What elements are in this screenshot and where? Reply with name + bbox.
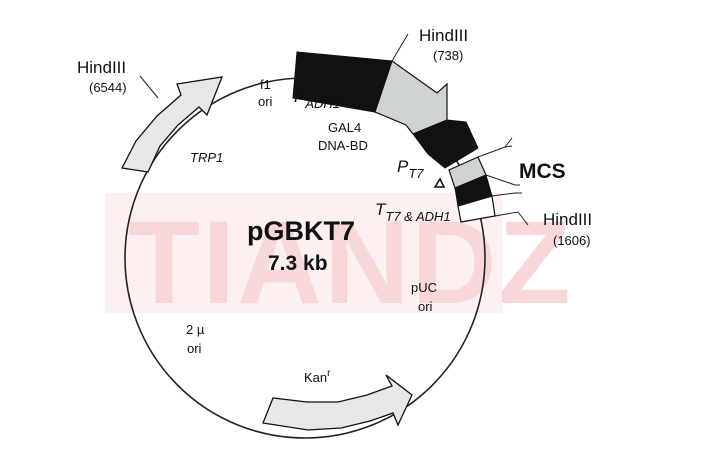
mcs-leader-line-3 <box>491 192 522 197</box>
hindiii-1606-leader-line <box>494 211 529 226</box>
gal4-label-line1: GAL4 <box>328 120 361 135</box>
pt7-label: PT7 <box>397 157 424 181</box>
f1-ori-label-line1: f1 <box>260 77 271 92</box>
puc-ori-label-line1: pUC <box>411 280 437 295</box>
kanr-arrow <box>262 374 413 431</box>
mcs-leader-tick-1 <box>504 137 513 148</box>
tt7-adh1-label: TT7 & ADH1 <box>375 200 451 224</box>
puc-ori-label-line2: ori <box>418 299 433 314</box>
hindiii-6544-label: HindIII <box>77 58 126 77</box>
plasmid-size: 7.3 kb <box>268 252 328 275</box>
mcs-label: MCS <box>519 160 566 183</box>
watermark-band <box>105 193 502 313</box>
hindiii-1606-position: (1606) <box>553 233 591 248</box>
padh1-label: PADH1 <box>294 87 340 111</box>
kanr-label: Kanr <box>304 368 331 385</box>
two-mu-ori-label-line1: 2 µ <box>186 322 205 337</box>
hindiii-6544-position: (6544) <box>89 80 127 95</box>
pt7-black-arrow <box>412 119 479 169</box>
hindiii-738-position: (738) <box>433 48 463 63</box>
watermark-text: TIANDZ <box>128 197 573 329</box>
trp1-arrow <box>121 76 224 173</box>
f1-ori-label-line2: ori <box>258 94 273 109</box>
trp1-label: TRP1 <box>190 150 223 165</box>
mcs-leader-line-2 <box>485 174 520 186</box>
gal4-label-line2: DNA-BD <box>318 138 368 153</box>
mcs-leader-line-1 <box>477 145 513 158</box>
two-mu-ori-label-line2: ori <box>187 341 202 356</box>
hindiii-6544-leader-line <box>139 75 159 99</box>
hindiii-1606-label: HindIII <box>543 210 592 229</box>
hindiii-738-label: HindIII <box>419 26 468 45</box>
pt7-triangle-icon <box>433 177 446 188</box>
plasmid-name: pGBKT7 <box>247 216 355 246</box>
hindiii-738-leader-line <box>391 33 409 62</box>
